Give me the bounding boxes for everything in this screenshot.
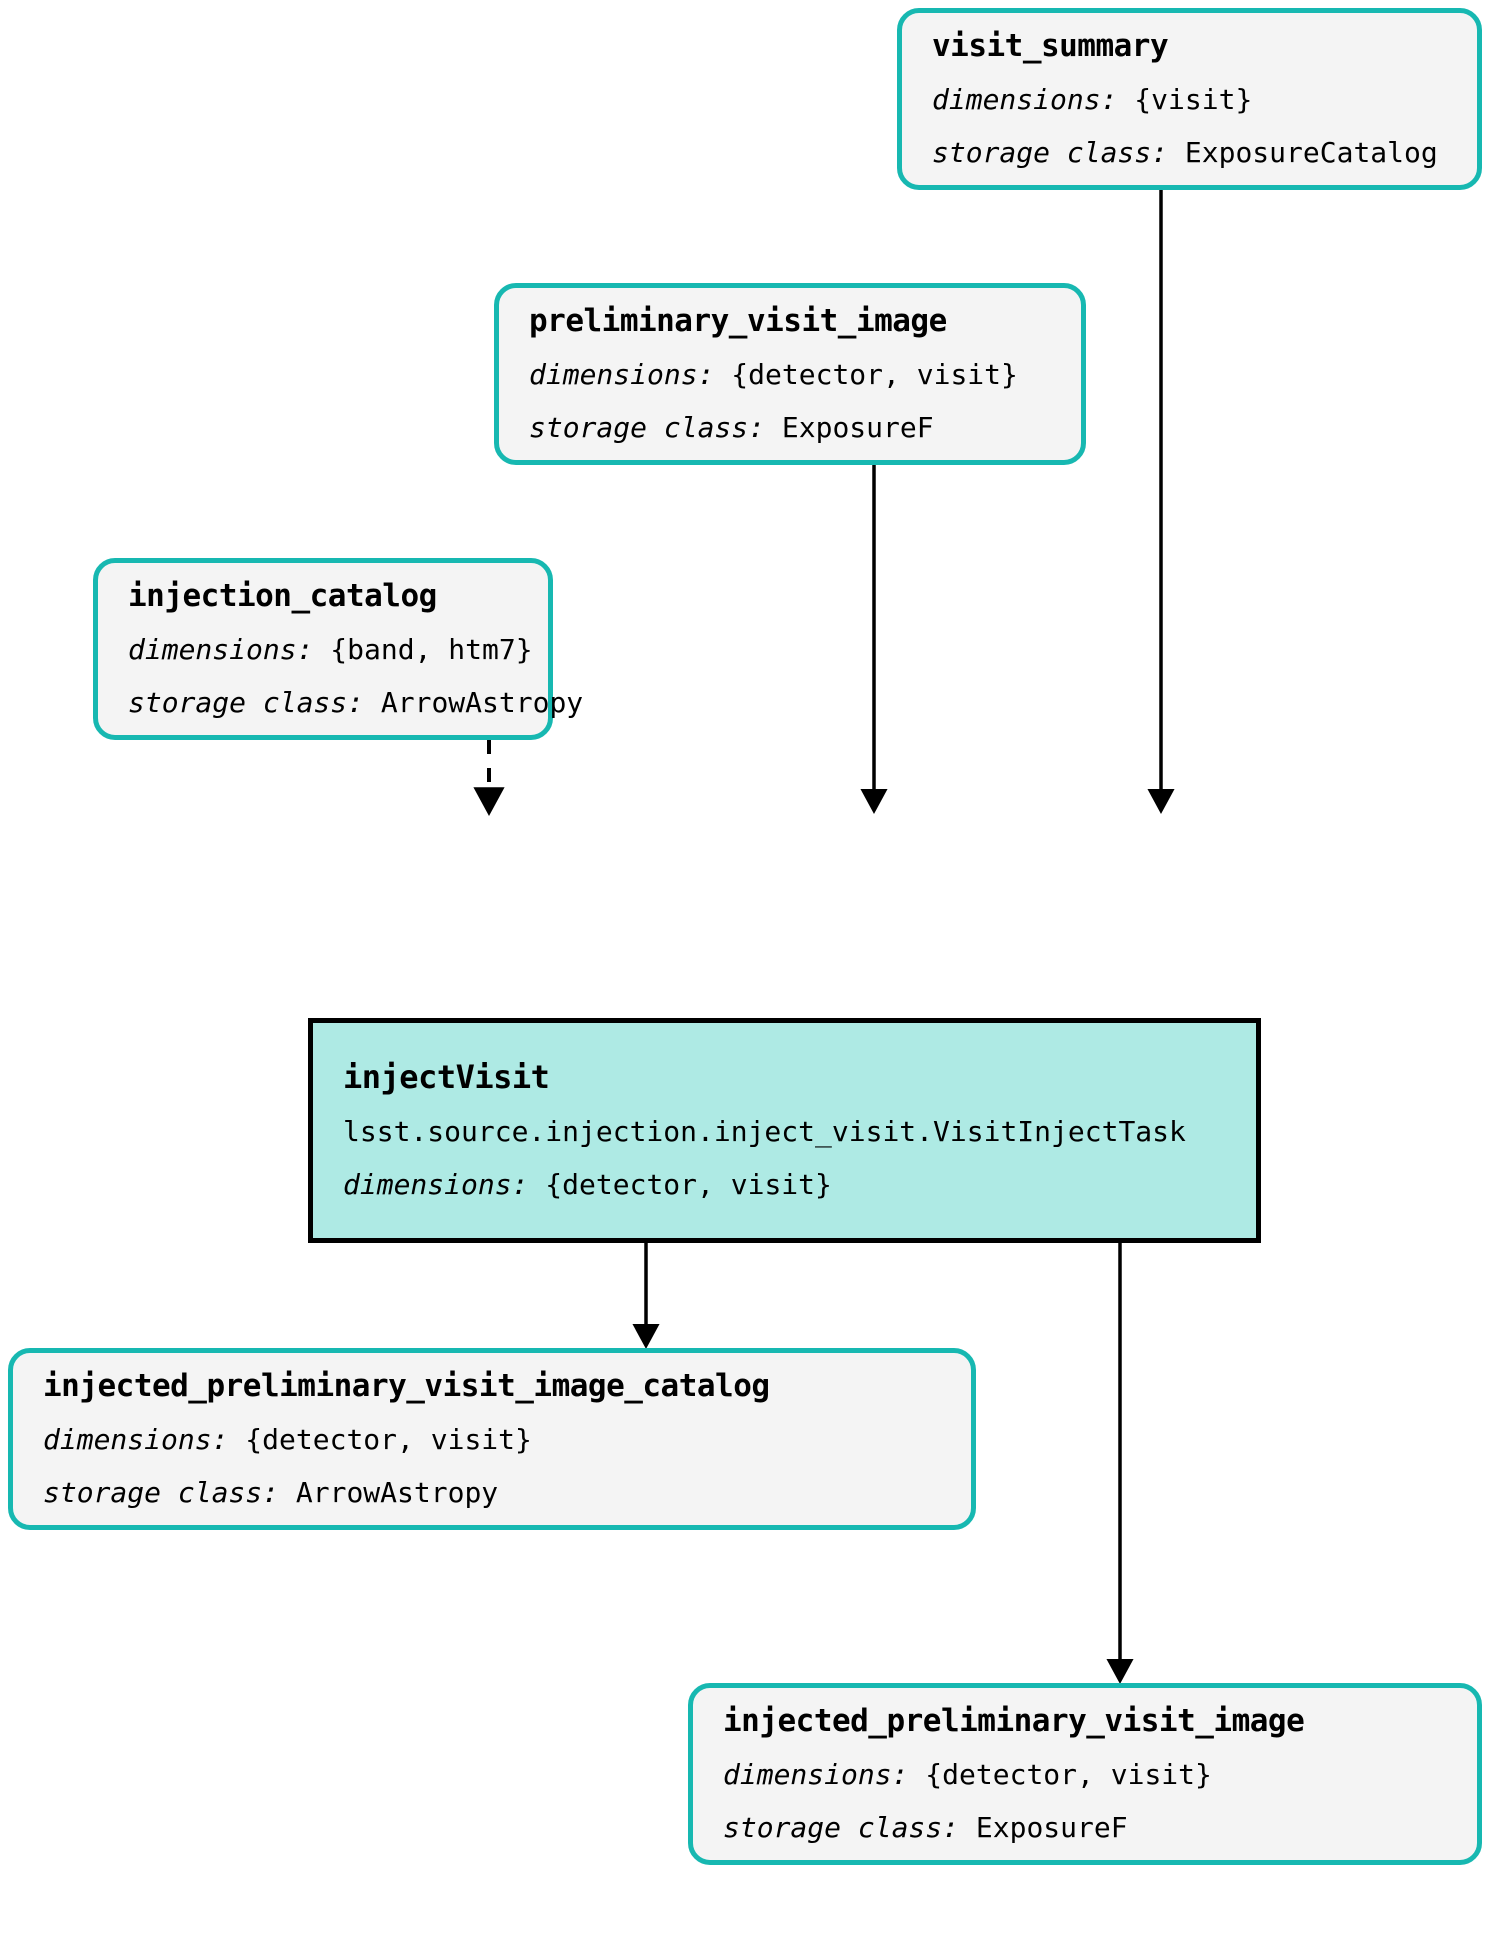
node-storage-class: storage class: ExposureCatalog [932, 136, 1447, 170]
dimensions-label: dimensions: [932, 83, 1118, 117]
node-visit-summary[interactable]: visit_summary dimensions: {visit} storag… [897, 8, 1482, 190]
dimensions-label: dimensions: [529, 358, 715, 392]
node-title: injectVisit [343, 1058, 550, 1097]
node-preliminary-visit-image[interactable]: preliminary_visit_image dimensions: {det… [494, 283, 1086, 465]
node-title: visit_summary [932, 28, 1169, 65]
node-dimensions: dimensions: {band, htm7} [128, 633, 533, 667]
dimensions-label: dimensions: [343, 1168, 529, 1202]
storage-class-value: ArrowAstropy [380, 686, 584, 720]
dimensions-value: {detector, visit} [245, 1423, 532, 1457]
node-injected-preliminary-visit-image-catalog[interactable]: injected_preliminary_visit_image_catalog… [8, 1348, 976, 1530]
storage-class-value: ExposureF [975, 1811, 1128, 1845]
dimensions-label: dimensions: [43, 1423, 229, 1457]
node-injected-preliminary-visit-image[interactable]: injected_preliminary_visit_image dimensi… [688, 1683, 1482, 1865]
node-task-injectvisit[interactable]: injectVisit lsst.source.injection.inject… [308, 1018, 1261, 1243]
node-storage-class: storage class: ArrowAstropy [128, 686, 583, 720]
node-storage-class: storage class: ExposureF [723, 1811, 1447, 1845]
storage-class-value: ArrowAstropy [295, 1476, 499, 1510]
dimensions-label: dimensions: [723, 1758, 909, 1792]
storage-class-value: ExposureF [781, 411, 934, 445]
node-injection-catalog[interactable]: injection_catalog dimensions: {band, htm… [93, 558, 583, 740]
storage-class-label: storage class: [43, 1476, 280, 1510]
dimensions-value: {detector, visit} [925, 1758, 1212, 1792]
storage-class-label: storage class: [128, 686, 365, 720]
node-title: preliminary_visit_image [529, 303, 947, 340]
node-storage-class: storage class: ExposureF [529, 411, 1051, 445]
node-storage-class: storage class: ArrowAstropy [43, 1476, 941, 1510]
dimensions-value: {visit} [1134, 83, 1253, 117]
node-dimensions: dimensions: {detector, visit} [529, 358, 1051, 392]
dimensions-label: dimensions: [128, 633, 314, 667]
dimensions-value: {detector, visit} [731, 358, 1018, 392]
dimensions-value: {detector, visit} [545, 1168, 832, 1202]
node-dimensions: dimensions: {detector, visit} [43, 1423, 941, 1457]
node-title: injected_preliminary_visit_image [723, 1703, 1305, 1740]
storage-class-value: ExposureCatalog [1184, 136, 1438, 170]
storage-class-label: storage class: [723, 1811, 960, 1845]
node-title: injected_preliminary_visit_image_catalog [43, 1368, 770, 1405]
node-dimensions: dimensions: {visit} [932, 83, 1447, 117]
task-path-value: lsst.source.injection.inject_visit.Visit… [343, 1115, 1186, 1149]
storage-class-label: storage class: [932, 136, 1169, 170]
node-task-path: lsst.source.injection.inject_visit.Visit… [343, 1115, 1226, 1149]
node-title: injection_catalog [128, 578, 437, 615]
storage-class-label: storage class: [529, 411, 766, 445]
dimensions-value: {band, htm7} [330, 633, 533, 667]
node-dimensions: dimensions: {detector, visit} [723, 1758, 1447, 1792]
node-dimensions: dimensions: {detector, visit} [343, 1168, 1226, 1202]
